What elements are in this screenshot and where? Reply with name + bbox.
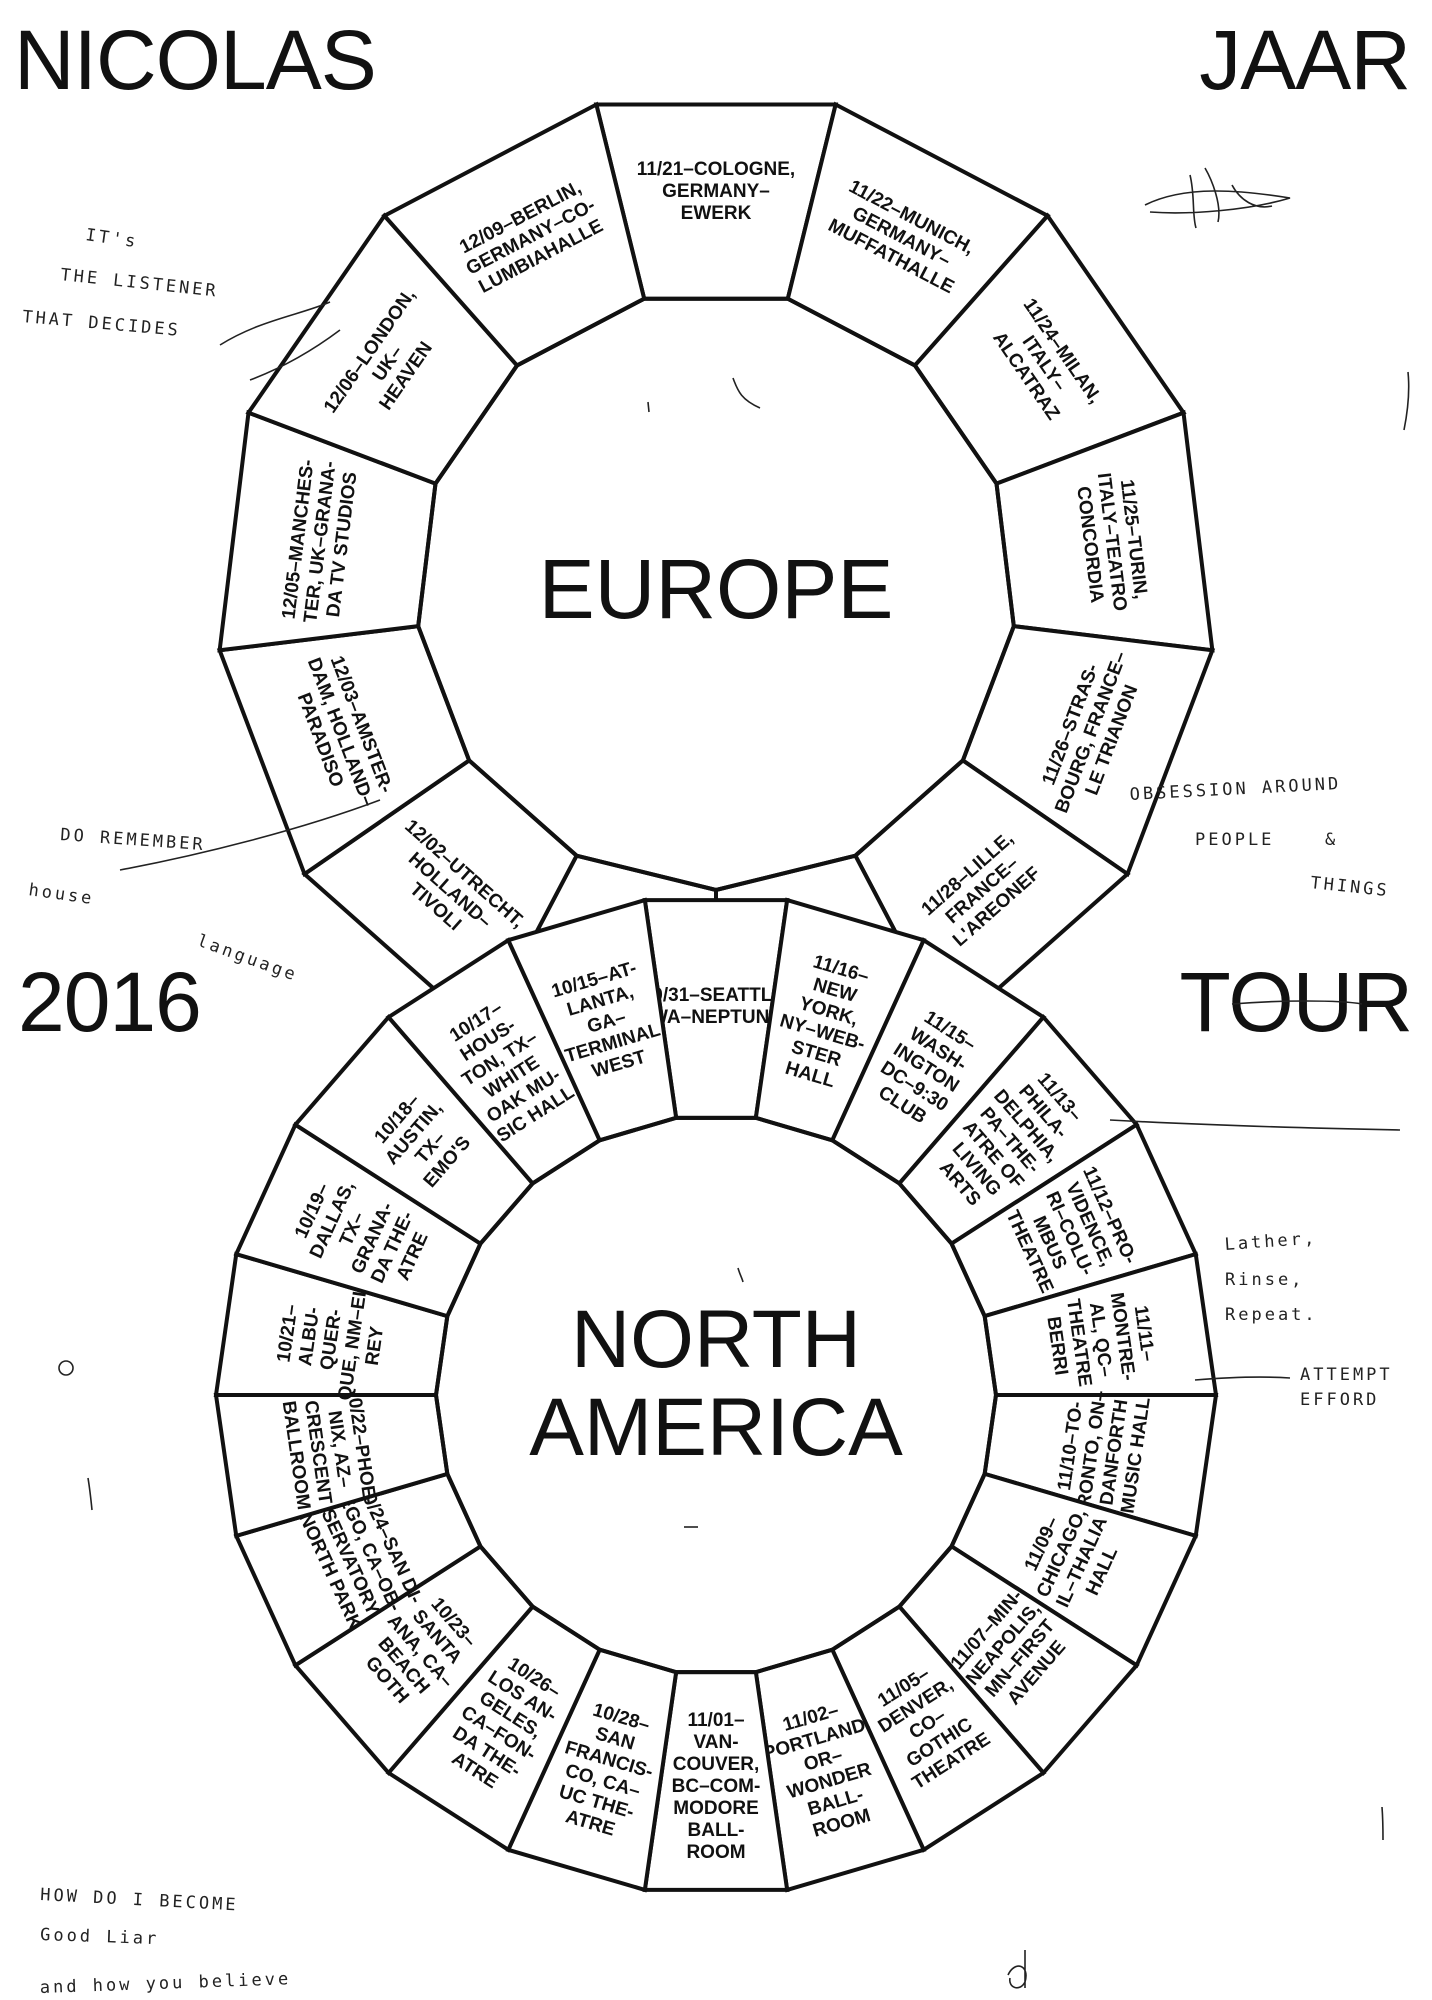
note-rinse: Rinse,	[1225, 1270, 1304, 1290]
europe-cell: 11/24–MILAN,ITALY–ALCATRAZ	[912, 212, 1187, 487]
stroke-mark	[1194, 1376, 1291, 1381]
north-america-date-line: ROOM	[686, 1842, 745, 1863]
europe-cell: 11/25–TURIN,ITALY–TEATROCONCORDIA	[994, 409, 1215, 653]
note-do-remember: DO REMEMBER	[60, 825, 207, 855]
region-label-north-america-line1: NORTH	[571, 1294, 861, 1385]
title-year: 2016	[18, 955, 202, 1049]
note-efford: EFFORD	[1300, 1390, 1379, 1410]
europe-cell: 11/26–STRAS-BOURG, FRANCE–LE TRIANON	[960, 623, 1216, 878]
underline-stroke	[119, 799, 381, 871]
north-america-date-line: BALL-	[688, 1820, 745, 1841]
north-america-cell: 10/24–SAN DI-EGO, CA–OB-SERVATORYNORTH P…	[233, 1471, 483, 1669]
north-america-cell: 10/17–HOUS-TON, TX–WHITEOAK MU-SIC HALL	[385, 937, 603, 1187]
europe-center-outline	[416, 296, 1016, 893]
scribble-letter	[1007, 1950, 1027, 1989]
north-america-date-label: 10/23–SANTAANA, CA–BEACHGOTH	[350, 1582, 491, 1721]
long-stroke	[1109, 1119, 1401, 1131]
europe-date-line: EWERK	[681, 203, 752, 224]
north-america-cell: 10/23–SANTAANA, CA–BEACHGOTH	[292, 1543, 536, 1776]
north-america-ring: 10/31–SEATTLE,WA–NEPTUNE11/16–NEWYORK,NY…	[213, 897, 1219, 1893]
note-people: PEOPLE	[1195, 830, 1274, 850]
north-america-cell: 11/07–MIN-NEAPOLIS,MN–FIRSTAVENUE	[896, 1543, 1140, 1776]
north-america-cell: 11/10–TO-RONTO, ON–DANFORTHMUSIC HALL	[982, 1386, 1219, 1539]
note-good-liar: Good Liar	[40, 1925, 160, 1949]
north-america-cell: 10/22–PHOE-NIX, AZ–CRESCENTBALLROOM	[213, 1386, 450, 1539]
europe-date-line: GERMANY–	[662, 181, 770, 202]
stroke-mark	[1381, 1806, 1384, 1841]
north-america-cell: 11/15–WASH-INGTONDC–9:30CLUB	[829, 937, 1047, 1187]
north-america-cell: 10/15–AT-LANTA,GA–TERMINALWEST	[505, 897, 679, 1143]
note-its: IT's	[84, 225, 139, 252]
note-how-do-i-become: HOW DO I BECOME	[40, 1885, 239, 1915]
north-america-cell: 11/12–PRO-VIDENCE,RI–COLU-MBUSTHEATRE	[949, 1121, 1199, 1319]
north-america-date-line: WA–NEPTUNE	[650, 1007, 782, 1028]
note-that-decides: THAT DECIDES	[22, 307, 182, 341]
note-attempt: ATTEMPT	[1300, 1365, 1393, 1385]
note-and-how-you-believe: and how you believe	[39, 1969, 291, 1998]
stroke-mark	[87, 1477, 93, 1511]
europe-date-line: 11/21–COLOGNE,	[637, 159, 795, 180]
stroke-mark	[732, 377, 761, 409]
north-america-cell: 11/09–CHICAGO,IL–THALIAHALL	[949, 1471, 1199, 1669]
title-artist-first: NICOLAS	[14, 13, 377, 107]
north-america-cell: 11/13–PHILA-DELPHIA,PA–THE-ATRE OFLIVING…	[896, 1014, 1140, 1247]
north-america-date-line: BC–COM-	[672, 1776, 761, 1797]
note-repeat: Repeat.	[1225, 1305, 1318, 1325]
note-ampersand: &	[1325, 830, 1338, 850]
north-america-date-label: 10/17–HOUS-TON, TX–WHITEOAK MU-SIC HALL	[434, 989, 579, 1147]
note-language: language	[194, 931, 300, 986]
north-america-date-line: VAN-	[693, 1732, 738, 1753]
europe-date-label: 11/21–COLOGNE,GERMANY–EWERK	[637, 159, 795, 224]
title-artist-last: JAAR	[1199, 13, 1411, 107]
north-america-cell: 10/26–LOS AN-GELES,CA–FON-DA THE-ATRE	[385, 1603, 603, 1853]
north-america-date-line: 10/31–SEATTLE,	[642, 985, 791, 1006]
north-america-date-label: 11/11–MONTRE-AL, QC–THEATREBERRI	[1040, 1288, 1161, 1391]
north-america-cell: 11/02–PORTLAND,OR–WONDERBALL-ROOM	[753, 1647, 927, 1893]
north-america-date-label: 11/05–DENVER,CO–GOTHICTHEATRE	[861, 1655, 994, 1794]
scribble-circle	[58, 1360, 74, 1376]
north-america-cell: 11/11–MONTRE-AL, QC–THEATREBERRI	[982, 1251, 1219, 1397]
north-america-cell: 10/18–AUSTIN,TX–EMO'S	[292, 1014, 536, 1247]
title-tour: TOUR	[1179, 955, 1413, 1049]
tour-strike	[1231, 1000, 1363, 1005]
note-things: THINGS	[1309, 873, 1390, 901]
north-america-date-label: 11/16–NEWYORK,NY–WEB-STERHALL	[765, 947, 886, 1097]
north-america-cell: 11/05–DENVER,CO–GOTHICTHEATRE	[829, 1603, 1047, 1853]
europe-cell: 12/09–BERLIN,GERMANY–CO-LUMBIAHALLE	[381, 101, 647, 368]
europe-cell: 11/22–MUNICH,GERMANY–MUFFATHALLE	[785, 101, 1051, 368]
stroke-mark	[737, 1267, 744, 1283]
stroke-mark	[1403, 371, 1410, 431]
signature-scribble	[1144, 167, 1291, 229]
north-america-date-line: 11/01–	[687, 1710, 744, 1731]
note-lather: Lather,	[1224, 1229, 1318, 1255]
north-america-date-line: MODORE	[673, 1798, 759, 1819]
region-label-north-america-line2: AMERICA	[529, 1382, 903, 1473]
stroke-mark	[647, 401, 650, 413]
north-america-date-label: 11/10–TO-RONTO, ON–DANFORTHMUSIC HALL	[1052, 1386, 1155, 1515]
north-america-date-label: 11/13–PHILA-DELPHIA,PA–THE-ATRE OFLIVING…	[923, 1057, 1097, 1224]
north-america-cell: 10/19–DALLAS,TX–GRANA-DA THE-ATRE	[233, 1121, 483, 1319]
north-america-date-label: 10/31–SEATTLE,WA–NEPTUNE	[642, 985, 791, 1028]
north-america-cell: 11/16–NEWYORK,NY–WEB-STERHALL	[753, 897, 927, 1143]
note-house: house	[27, 880, 95, 909]
note-the-listener: THE LISTENER	[59, 265, 219, 301]
europe-cell: 12/06–LONDON,UK–HEAVEN	[245, 212, 520, 487]
north-america-date-label: 10/15–AT-LANTA,GA–TERMINALWEST	[544, 956, 669, 1088]
europe-cell: 11/21–COLOGNE,GERMANY–EWERK	[593, 102, 839, 301]
scribble-cross	[219, 301, 341, 381]
north-america-date-line: COUVER,	[673, 1754, 760, 1775]
north-america-cell: 10/28–SANFRANCIS-CO, CA–UC THE-ATRE	[505, 1647, 679, 1893]
north-america-center-outline	[433, 1115, 999, 1675]
region-label-europe: EUROPE	[539, 542, 894, 636]
